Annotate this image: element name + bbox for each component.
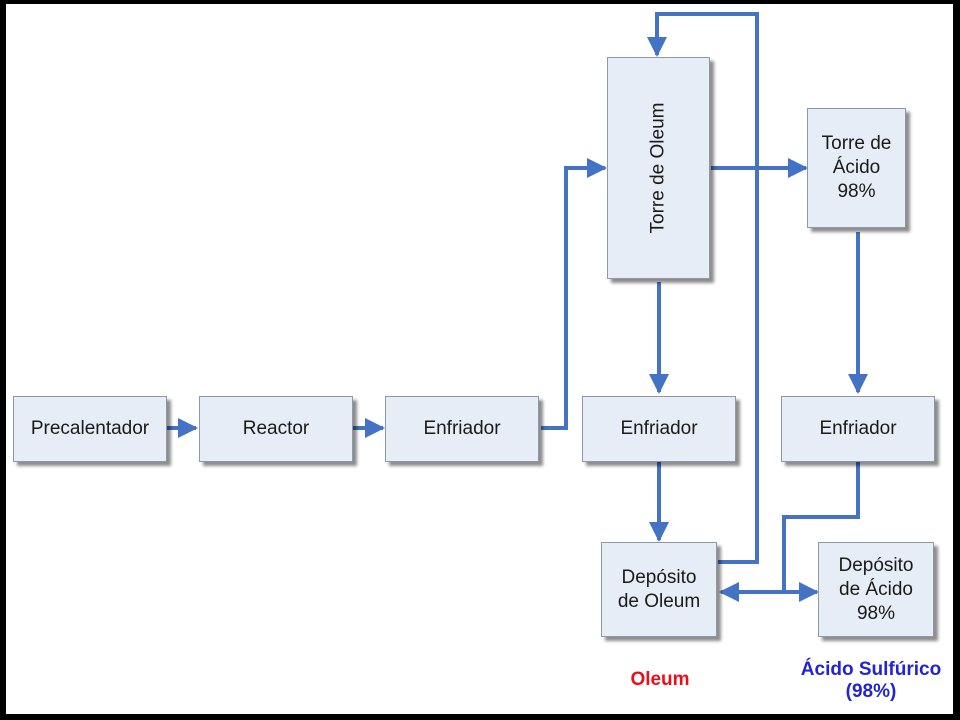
block-label: Reactor bbox=[242, 418, 310, 439]
block-deposito-acido: Depósito de Ácido 98% bbox=[818, 542, 934, 637]
diagram-canvas: Precalentador Reactor Enfriador Torre de… bbox=[6, 4, 953, 714]
arrow-deposito-oleum-recycle bbox=[647, 12, 759, 564]
block-label: Precalentador bbox=[30, 418, 150, 439]
block-enfriador-3: Enfriador bbox=[781, 396, 935, 462]
product-label-acido-sulfurico: Ácido Sulfúrico (98%) bbox=[800, 659, 942, 702]
block-label: Torre de Oleum bbox=[647, 102, 669, 234]
block-enfriador-1: Enfriador bbox=[385, 396, 539, 462]
line-enfriador-acido-down bbox=[782, 461, 860, 592]
block-label: Enfriador bbox=[423, 418, 501, 439]
product-label-oleum: Oleum bbox=[630, 669, 690, 690]
block-label: Enfriador bbox=[819, 418, 897, 439]
block-precalentador: Precalentador bbox=[13, 396, 167, 462]
block-label: Depósito de Oleum bbox=[617, 566, 701, 612]
arrow-enfriador-torre-oleum bbox=[541, 158, 607, 430]
block-enfriador-2: Enfriador bbox=[582, 396, 736, 462]
block-label: Depósito de Ácido 98% bbox=[838, 554, 914, 624]
block-label: Torre de Ácido 98% bbox=[821, 133, 892, 202]
block-reactor: Reactor bbox=[199, 396, 353, 462]
block-label: Enfriador bbox=[620, 418, 698, 439]
block-torre-oleum: Torre de Oleum bbox=[607, 57, 710, 279]
block-torre-acido: Torre de Ácido 98% bbox=[807, 108, 906, 228]
block-deposito-oleum: Depósito de Oleum bbox=[601, 542, 717, 637]
